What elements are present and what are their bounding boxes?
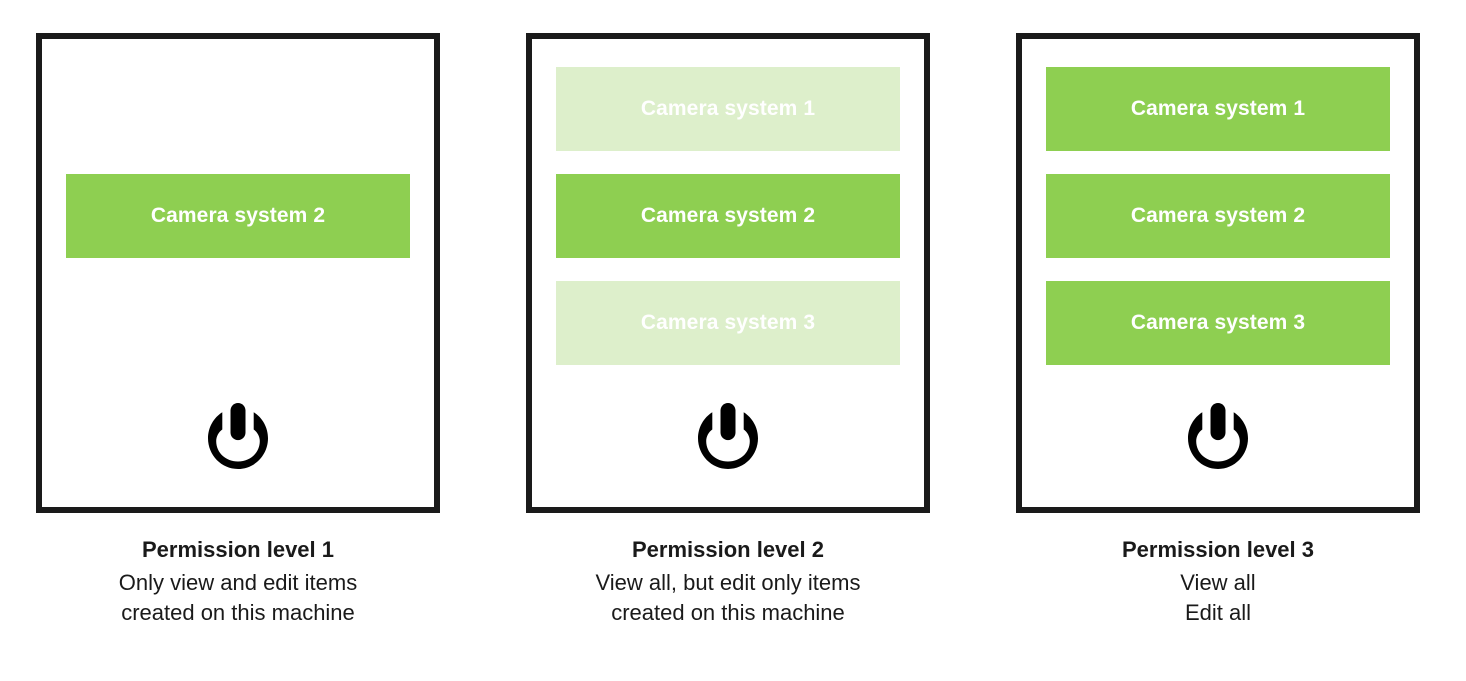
camera-system-bar[interactable]: Camera system 1 (556, 67, 900, 151)
caption-line: created on this machine (121, 599, 355, 625)
panel-caption-1: Permission level 1 Only view and edit it… (119, 535, 357, 627)
caption-line: Edit all (1184, 599, 1252, 625)
panel-caption-2: Permission level 2 View all, but edit on… (596, 535, 861, 627)
device-box-1: Camera system 1 Camera system 2 Camera s… (36, 33, 440, 513)
camera-system-bar[interactable]: Camera system 2 (66, 174, 410, 258)
caption-title: Permission level 2 (631, 537, 824, 562)
camera-system-list-2: Camera system 1 Camera system 2 Camera s… (556, 67, 900, 365)
permission-level-panel-1: Camera system 1 Camera system 2 Camera s… (36, 33, 440, 627)
panel-caption-3: Permission level 3 View all Edit all (1122, 535, 1314, 627)
caption-line: created on this machine (611, 599, 845, 625)
camera-system-bar[interactable]: Camera system 2 (556, 174, 900, 258)
power-icon (42, 403, 434, 469)
camera-system-bar[interactable]: Camera system 1 (1046, 67, 1390, 151)
device-box-3: Camera system 1 Camera system 2 Camera s… (1016, 33, 1420, 513)
caption-title: Permission level 3 (1122, 537, 1314, 562)
caption-line: View all, but edit only items (595, 570, 861, 596)
caption-title: Permission level 1 (142, 537, 334, 562)
camera-system-bar[interactable]: Camera system 3 (1046, 281, 1390, 365)
caption-line: Only view and edit items (118, 570, 358, 596)
permission-level-panel-3: Camera system 1 Camera system 2 Camera s… (1016, 33, 1420, 627)
power-icon (1022, 403, 1414, 469)
camera-system-list-3: Camera system 1 Camera system 2 Camera s… (1046, 67, 1390, 365)
camera-system-list-1: Camera system 1 Camera system 2 Camera s… (66, 67, 410, 365)
caption-line: View all (1180, 570, 1256, 596)
camera-system-bar[interactable]: Camera system 3 (556, 281, 900, 365)
power-icon (532, 403, 924, 469)
camera-system-bar[interactable]: Camera system 2 (1046, 174, 1390, 258)
device-box-2: Camera system 1 Camera system 2 Camera s… (526, 33, 930, 513)
permission-level-panel-2: Camera system 1 Camera system 2 Camera s… (526, 33, 930, 627)
